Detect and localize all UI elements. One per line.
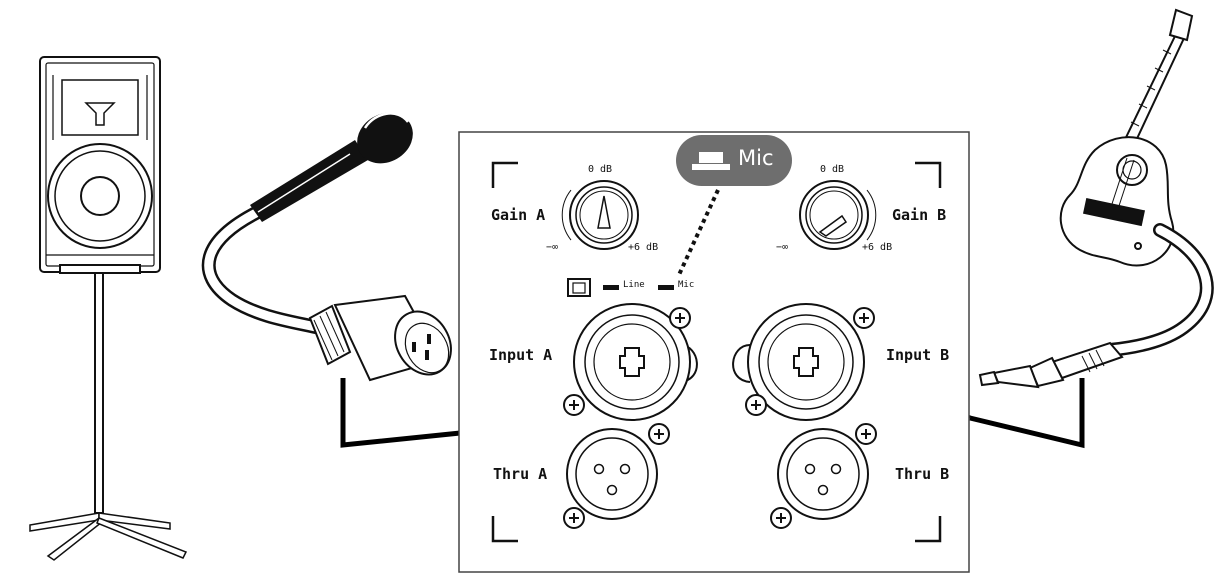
cable-line-a (340, 378, 471, 448)
line-mic-switch[interactable] (567, 278, 674, 297)
gain-b-knob[interactable] (799, 180, 877, 250)
gain-b-top-label: 0 dB (820, 164, 845, 175)
quarter-inch-jack-icon (978, 341, 1124, 389)
gain-a-min-label: −∞ (546, 242, 559, 253)
switch-mic-label: Mic (678, 280, 695, 290)
gain-a-knob[interactable] (561, 180, 639, 250)
gain-a-label: Gain A (491, 206, 546, 224)
input-a-combo-jack[interactable] (563, 303, 698, 421)
input-b-label: Input B (886, 346, 950, 364)
input-panel (458, 131, 970, 573)
switch-line-label: Line (623, 280, 645, 290)
gain-b-label: Gain B (892, 206, 947, 224)
switch-pressed-icon (692, 152, 730, 170)
acoustic-guitar-icon (1059, 8, 1194, 267)
mic-callout: Mic (676, 135, 792, 186)
speaker-on-stand-icon (29, 56, 188, 561)
thru-b-label: Thru B (895, 465, 950, 483)
xlr-plug-icon (308, 294, 452, 382)
gain-a-max-label: +6 dB (628, 242, 659, 253)
gain-b-max-label: +6 dB (862, 242, 893, 253)
thru-a-xlr-socket[interactable] (563, 423, 670, 529)
callout-label: Mic (738, 146, 774, 170)
thru-b-xlr-socket[interactable] (770, 423, 877, 529)
thru-a-label: Thru A (493, 465, 548, 483)
input-a-label: Input A (489, 346, 553, 364)
microphone-icon (201, 112, 413, 335)
gain-a-top-label: 0 dB (588, 164, 613, 175)
input-b-combo-jack[interactable] (732, 303, 875, 421)
cable-line-b (969, 378, 1085, 449)
gain-b-min-label: −∞ (776, 242, 789, 253)
